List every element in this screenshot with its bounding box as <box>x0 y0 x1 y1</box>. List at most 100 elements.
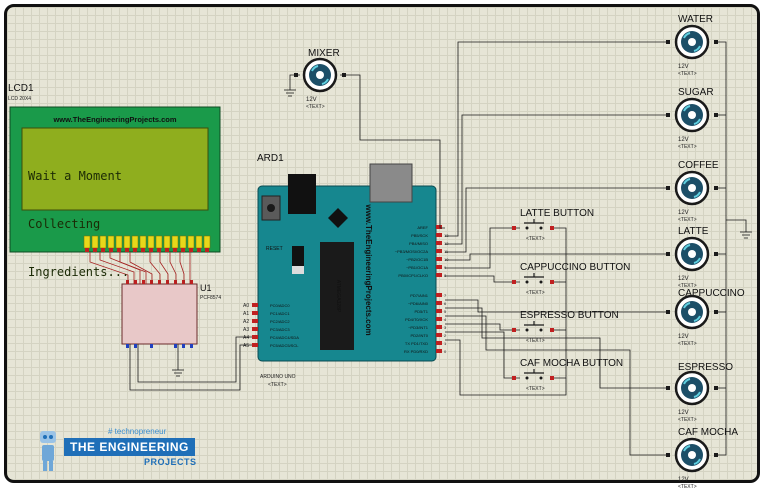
ic-bottom-pin <box>150 344 153 348</box>
ic-top-pin <box>126 280 129 284</box>
button-label: CAF MOCHA BUTTON <box>520 358 623 369</box>
digital-pin-name: PD2/INT0 <box>410 333 428 338</box>
ic-top-pin <box>158 280 161 284</box>
analog-pin <box>252 327 258 331</box>
button-contact <box>539 376 543 380</box>
analog-pin-name: PC3/ADC3 <box>270 327 290 332</box>
motor-terminal <box>666 453 670 457</box>
motor-arc <box>693 257 701 264</box>
analog-pin-label: A4 <box>243 335 249 341</box>
motor-terminal <box>714 252 718 256</box>
motor-label: MIXER <box>308 48 340 59</box>
digital-pin <box>436 301 442 305</box>
analog-pin-name: PC2/ADC2 <box>270 319 290 324</box>
digital-pin <box>436 241 442 245</box>
push-button[interactable]: ESPRESSO BUTTON<TEXT> <box>512 310 619 344</box>
analog-pin-label: A3 <box>243 327 249 333</box>
lcd-pin-end <box>165 248 169 252</box>
button-text: <TEXT> <box>526 386 545 392</box>
digital-pin <box>436 265 442 269</box>
lcd-line-2: Collecting <box>28 217 101 231</box>
digital-pin <box>436 341 442 345</box>
digital-pin-name: PB0/ICP1/CLKO <box>398 273 428 278</box>
button-pin <box>512 376 516 380</box>
ic-bottom-wires <box>129 336 258 391</box>
analog-pin-name: PC0/ADC0 <box>270 303 290 308</box>
analog-pin-label: A0 <box>243 303 249 309</box>
analog-pin <box>252 343 258 347</box>
lcd-module[interactable]: LCD1 LCD 20X4 www.TheEngineeringProjects… <box>8 83 221 253</box>
button-text: <TEXT> <box>526 236 545 242</box>
motor-shaft <box>688 250 696 258</box>
digital-pin-name: PB4/MISO <box>409 241 428 246</box>
analog-pin-name: PC4/ADC4/SDA <box>270 335 299 340</box>
analog-pin-label: A2 <box>243 319 249 325</box>
button-label: LATTE BUTTON <box>520 208 594 219</box>
lcd-pin-end <box>189 248 193 252</box>
ic-top-pin <box>182 280 185 284</box>
motor-terminal <box>666 386 670 390</box>
brand-logo: # technopreneur THE ENGINEERING PROJECTS <box>34 425 204 473</box>
motor-terminal <box>714 386 718 390</box>
ic-top-pin <box>142 280 145 284</box>
button-contact <box>539 328 543 332</box>
pcf8574-chip[interactable]: U1 PCF8574 <box>121 280 221 348</box>
button-contact <box>525 328 529 332</box>
motor-arc <box>683 32 691 39</box>
motor-arc <box>683 244 691 251</box>
push-button[interactable]: LATTE BUTTON <TEXT> <box>512 208 594 242</box>
motor-arc <box>683 302 691 309</box>
digital-pin-name: ~PD3/INT1 <box>408 325 429 330</box>
lcd-pin-end <box>205 248 209 252</box>
digital-pin <box>436 333 442 337</box>
lcd-pins <box>83 235 211 252</box>
push-button[interactable]: CAPPUCCINO BUTTON<TEXT> <box>512 262 630 296</box>
motor-arc <box>683 105 691 112</box>
push-button[interactable]: CAF MOCHA BUTTON <TEXT> <box>512 358 623 392</box>
motor-arc <box>693 45 701 52</box>
button-pin <box>512 280 516 284</box>
digital-pin <box>436 309 442 313</box>
ic-bottom-pin <box>126 344 129 348</box>
arduino-uno[interactable]: ARD1 ATMEGA328P www.TheEngineeringProjec… <box>243 153 449 388</box>
arduino-ref: ARD1 <box>257 153 284 164</box>
digital-pin-name: ~PD6/AIN0 <box>408 301 429 306</box>
atmega-chip <box>320 242 354 350</box>
lcd-pin-end <box>93 248 97 252</box>
ic-bottom-pin <box>182 344 185 348</box>
digital-pin-name: PD4/T0/XCK <box>405 317 428 322</box>
motor-voltage: 12V <box>678 334 689 340</box>
lcd-line-3: Ingredients... <box>28 265 130 279</box>
motor-label: CAF MOCHA <box>678 427 738 438</box>
motor-voltage: 12V <box>678 276 689 282</box>
digital-pin-number: 9 <box>444 265 447 270</box>
button-contact <box>525 376 529 380</box>
motor-terminal <box>714 310 718 314</box>
motor-shaft <box>688 451 696 459</box>
ic-bottom-pin <box>190 344 193 348</box>
analog-pin-label: A5 <box>243 343 249 349</box>
button-pin <box>550 376 554 380</box>
digital-pin <box>436 293 442 297</box>
motor-arc <box>693 191 701 198</box>
motor-terminal <box>714 40 718 44</box>
analog-pin-name: PC1/ADC1 <box>270 311 290 316</box>
motor-arc <box>693 458 701 465</box>
analog-pin-name: PC5/ADC5/SCL <box>270 343 299 348</box>
button-contact <box>525 280 529 284</box>
motor-shaft <box>688 184 696 192</box>
lcd-pin-end <box>133 248 137 252</box>
reset-button-cap <box>267 204 275 212</box>
digital-pin-number: 7 <box>444 293 447 298</box>
lcd-pin-end <box>109 248 113 252</box>
digital-pin-name: AREF <box>417 225 428 230</box>
